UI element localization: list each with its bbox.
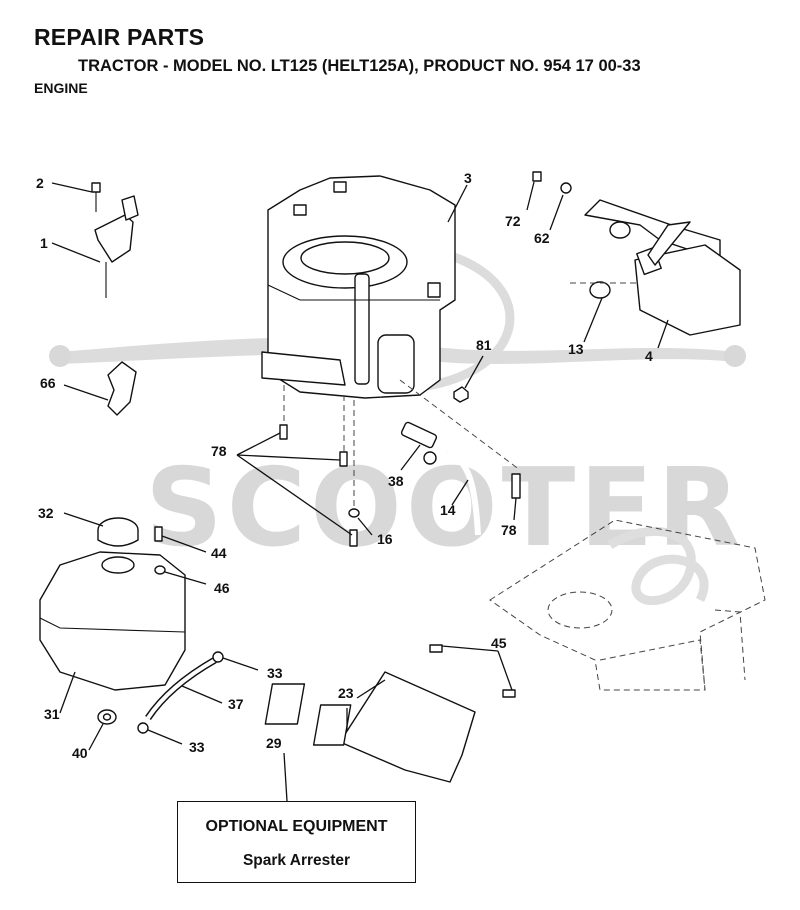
section-label: ENGINE <box>34 80 88 96</box>
callout-1: 1 <box>40 235 48 251</box>
part-66 <box>107 361 137 416</box>
part-81-nut <box>453 386 469 403</box>
optional-equipment-item: Spark Arrester <box>242 852 351 869</box>
optional-equipment-title: OPTIONAL EQUIPMENT <box>205 818 388 835</box>
callout-38: 38 <box>388 473 404 489</box>
callout-23: 23 <box>338 685 354 701</box>
watermark: SCOOTER <box>49 243 746 606</box>
watermark-dot-right <box>724 345 746 367</box>
engine-part <box>261 175 456 399</box>
fuel-hose-part <box>97 651 224 734</box>
page-title: REPAIR PARTS <box>34 24 205 50</box>
callout-33a: 33 <box>267 665 283 681</box>
callout-46: 46 <box>214 580 230 596</box>
callout-33b: 33 <box>189 739 205 755</box>
engine-mount-bolts <box>279 379 521 547</box>
callout-leaders <box>51 181 669 802</box>
tractor-frame-outline <box>489 519 766 691</box>
callout-44: 44 <box>211 545 227 561</box>
callout-3: 3 <box>464 170 472 186</box>
callout-31: 31 <box>44 706 60 722</box>
callout-16: 16 <box>377 531 393 547</box>
callout-14: 14 <box>440 502 456 518</box>
watermark-dot-left <box>49 345 71 367</box>
callout-4: 4 <box>645 348 653 364</box>
watermark-scribble <box>607 526 709 606</box>
callout-66: 66 <box>40 375 56 391</box>
callout-45: 45 <box>491 635 507 651</box>
callout-78a: 78 <box>211 443 227 459</box>
callout-62: 62 <box>534 230 550 246</box>
callout-37: 37 <box>228 696 244 712</box>
callout-13: 13 <box>568 341 584 357</box>
throttle-control-part <box>91 182 139 298</box>
watermark-text: SCOOTER <box>145 446 744 571</box>
callout-29: 29 <box>266 735 282 751</box>
fuel-tank-part <box>39 517 186 691</box>
callout-32: 32 <box>38 505 54 521</box>
muffler-part <box>532 171 741 336</box>
heat-shield-part <box>264 644 516 783</box>
optional-equipment-box: OPTIONAL EQUIPMENT Spark Arrester <box>177 801 416 883</box>
callout-2: 2 <box>36 175 44 191</box>
callout-labels: 2 1 3 72 62 13 4 81 66 78 38 14 78 16 32… <box>36 170 653 761</box>
callout-81: 81 <box>476 337 492 353</box>
callout-72: 72 <box>505 213 521 229</box>
fuel-line-part <box>400 421 481 536</box>
page-subtitle: TRACTOR - MODEL NO. LT125 (HELT125A), PR… <box>78 57 641 75</box>
callout-40: 40 <box>72 745 88 761</box>
callout-78b: 78 <box>501 522 517 538</box>
